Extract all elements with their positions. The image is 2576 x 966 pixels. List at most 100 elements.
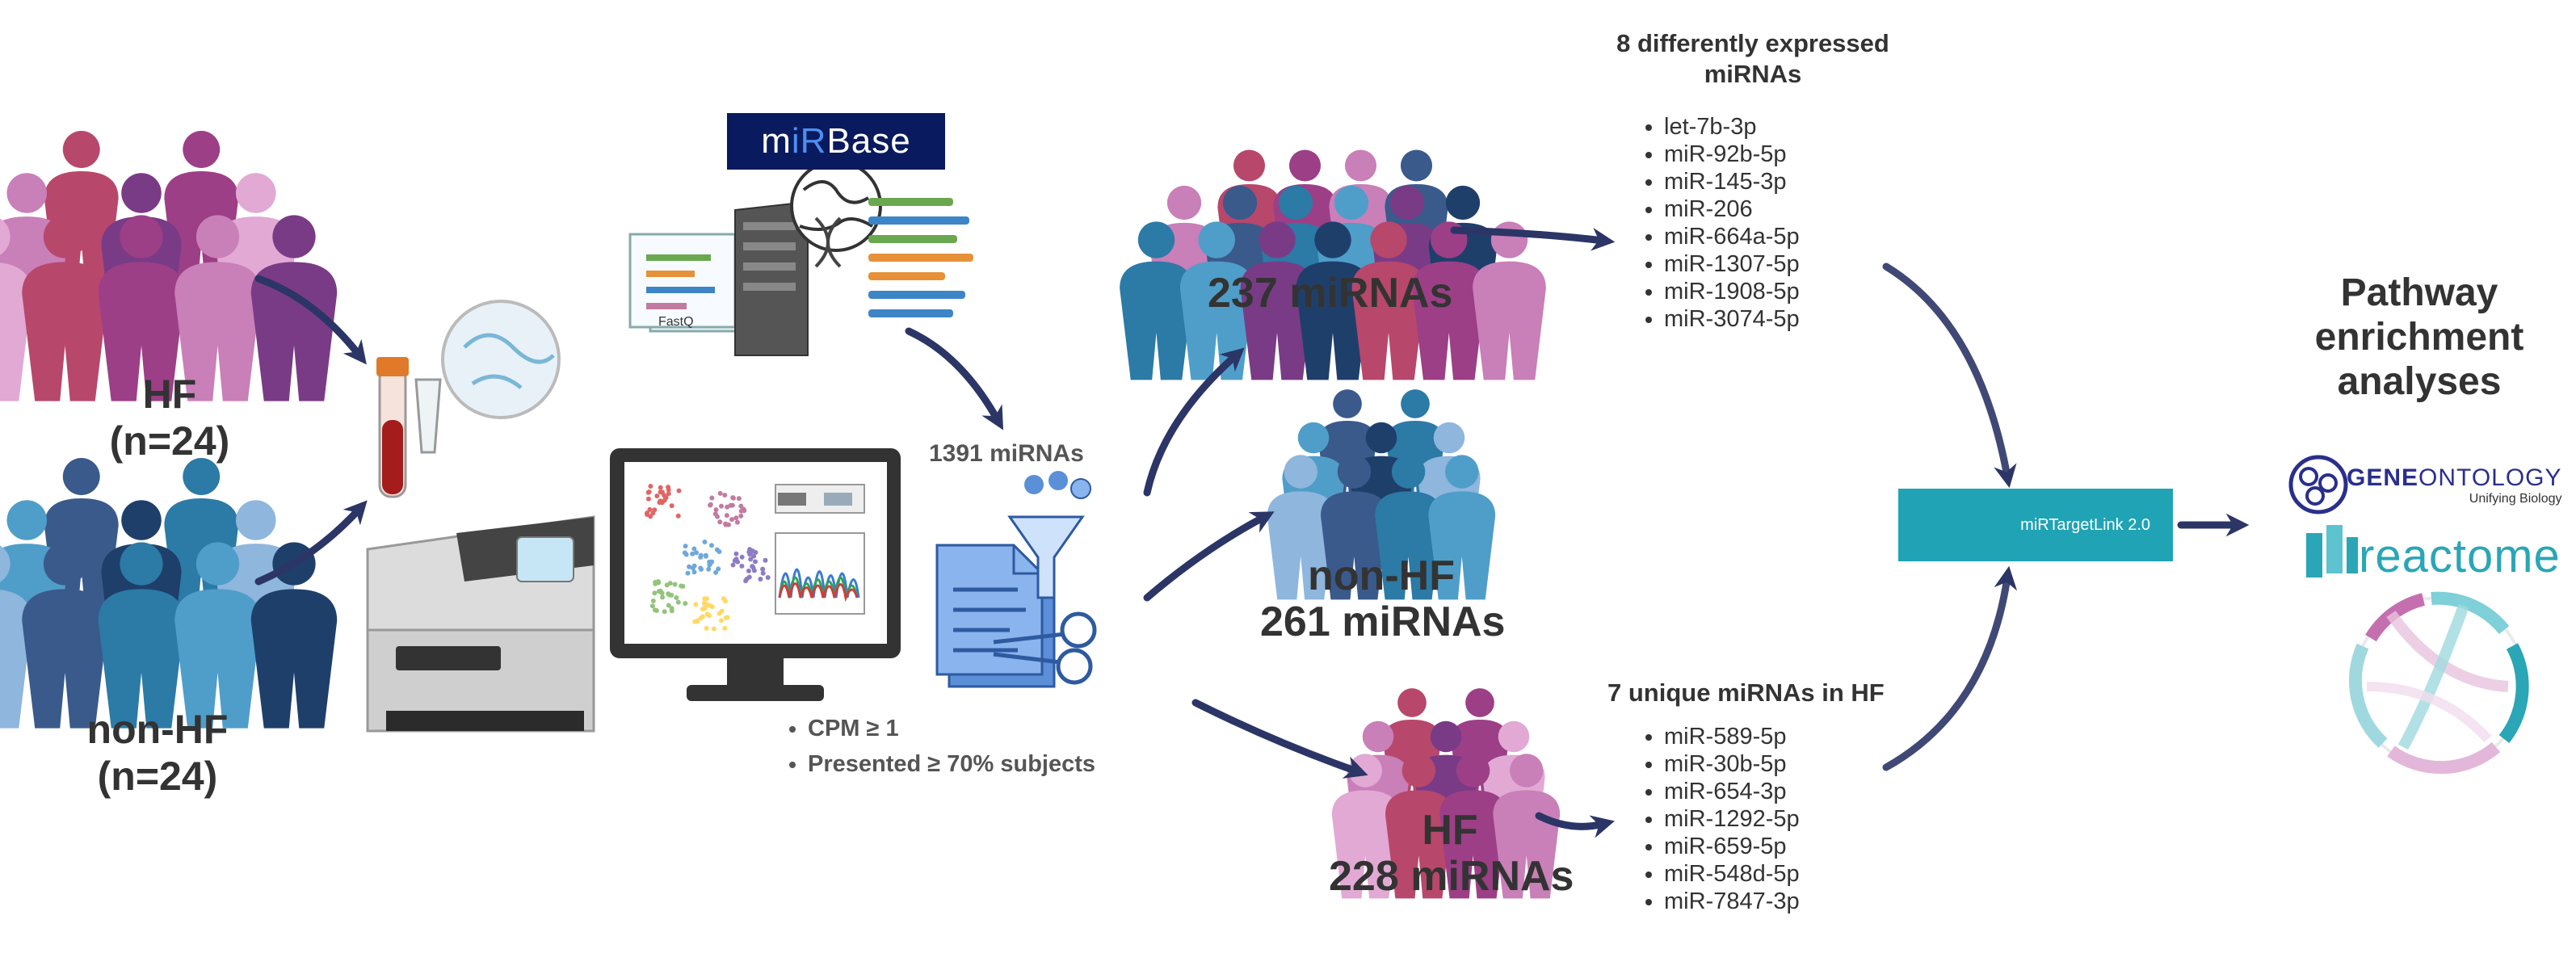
go-tagline: Unifying Biology <box>2469 492 2562 506</box>
scatter-dot <box>658 485 663 490</box>
scatter-dot <box>693 602 699 607</box>
person-icon <box>174 542 261 729</box>
scatter-dot <box>734 519 740 525</box>
de-mirna-item: miR-1307-5p <box>1664 250 1800 278</box>
scatter-dot <box>653 581 658 586</box>
scatter-dot <box>722 625 728 631</box>
scatter-dot <box>719 618 725 624</box>
scatter-dot <box>656 589 662 594</box>
scatter-dot <box>704 596 710 602</box>
scatter-dot <box>698 552 704 558</box>
scatter-dot <box>660 594 666 600</box>
scatter-dot <box>706 566 712 572</box>
people-crowds <box>0 131 1561 899</box>
unique-mirna-item: miR-1292-5p <box>1664 805 1800 833</box>
person-icon <box>22 215 108 401</box>
person-icon <box>1120 221 1193 380</box>
scatter-dot <box>666 603 671 608</box>
computer-monitor-icon <box>610 448 901 701</box>
scatter-dot <box>748 556 754 562</box>
person-icon <box>1240 221 1314 380</box>
blood-sample-icon <box>376 300 561 498</box>
criterion-cpm: CPM ≥ 1 <box>808 711 1095 746</box>
pathway-line3: analyses <box>2337 360 2502 403</box>
de-mirna-item: let-7b-3p <box>1664 113 1800 141</box>
scatter-dot <box>704 625 709 631</box>
scatter-dot <box>683 544 688 549</box>
scatter-dot <box>650 598 656 604</box>
nonhf-result-crowd <box>1267 389 1496 600</box>
de-mirna-item: miR-3074-5p <box>1664 305 1800 333</box>
scatter-dot <box>701 600 707 606</box>
scatter-dot <box>714 547 720 552</box>
unique-mirna-list: miR-589-5pmiR-30b-5pmiR-654-3pmiR-1292-5… <box>1632 723 1800 915</box>
scatter-dot <box>654 494 660 499</box>
scatter-dot <box>719 608 725 614</box>
person-icon <box>1320 455 1388 600</box>
de-mirna-item: miR-92b-5p <box>1664 141 1800 168</box>
unique-mirna-item: miR-589-5p <box>1664 723 1800 750</box>
scatter-dot <box>733 515 739 521</box>
person-icon <box>1428 455 1496 600</box>
fastq-label: FastQ <box>658 315 694 329</box>
scatter-dot <box>746 574 752 580</box>
filter-document-icon <box>935 471 1097 688</box>
scatter-dot <box>685 570 691 576</box>
scatter-dot <box>690 551 695 556</box>
scatter-dot <box>730 495 736 501</box>
scatter-dot <box>733 556 739 562</box>
scatter-dot <box>760 570 766 576</box>
scatter-dot <box>730 562 736 568</box>
nonhf-result-count: 261 miRNAs <box>1260 598 1506 646</box>
scatter-dot <box>682 550 687 556</box>
de-mirna-list: let-7b-3pmiR-92b-5pmiR-145-3pmiR-206miR-… <box>1632 113 1800 333</box>
nonhf-result-block: non-HF 261 miRNAs <box>1260 552 1506 646</box>
de-mirna-item: miR-1908-5p <box>1664 278 1800 305</box>
scatter-dot <box>725 615 730 620</box>
database-server-icon <box>628 160 973 356</box>
pathway-line2: enrichment <box>2314 316 2524 359</box>
person-icon <box>1385 754 1452 899</box>
scatter-dot <box>765 574 771 580</box>
unique-mirna-item: miR-654-3p <box>1664 778 1800 805</box>
scatter-dot <box>760 566 766 572</box>
all-mirna-count: 237 miRNAs <box>1208 270 1453 317</box>
scatter-dot <box>733 551 739 556</box>
scatter-dot <box>702 539 708 544</box>
flow-arrows <box>254 226 2250 838</box>
scatter-dot <box>758 576 763 582</box>
scatter-dot <box>663 495 669 501</box>
scatter-dot <box>723 522 729 527</box>
scatter-dot <box>664 582 670 588</box>
all-crowd <box>1120 149 1546 380</box>
scatter-dot <box>645 512 650 518</box>
scatter-dot <box>728 502 733 508</box>
scatter-dot <box>669 608 674 614</box>
scatter-dot <box>709 495 715 501</box>
scatter-dot <box>666 487 671 493</box>
scatter-dot <box>645 496 651 502</box>
scatter-dot <box>700 614 705 620</box>
hf-group-label: HF (n=24) <box>89 372 250 464</box>
person-icon <box>174 215 261 401</box>
geneontology-logo-icon <box>2288 455 2348 514</box>
scatter-dot <box>763 557 768 563</box>
unique-mirna-item: miR-659-5p <box>1664 833 1800 860</box>
fade-arrows <box>1882 262 2018 771</box>
nonhf-n: (n=24) <box>97 753 218 799</box>
scatter-dot <box>690 565 695 571</box>
scatter-dot <box>708 561 713 566</box>
mirtargetlink-tool: miRTargetLink 2.0 <box>1898 489 2173 561</box>
unique-mirna-item: miR-548d-5p <box>1664 860 1800 888</box>
unique-mirna-item: miR-30b-5p <box>1664 750 1800 778</box>
scatter-dot <box>736 496 742 502</box>
mirbase-highlight: iR <box>791 121 827 161</box>
go-part-a: GENE <box>2347 464 2419 491</box>
scatter-dot <box>662 609 667 615</box>
scatter-dot <box>739 563 745 569</box>
scatter-dot <box>707 613 712 619</box>
total-mirna-count: 1391 miRNAs <box>929 440 1084 467</box>
de-title-line1: 8 differently expressed <box>1616 29 1889 57</box>
